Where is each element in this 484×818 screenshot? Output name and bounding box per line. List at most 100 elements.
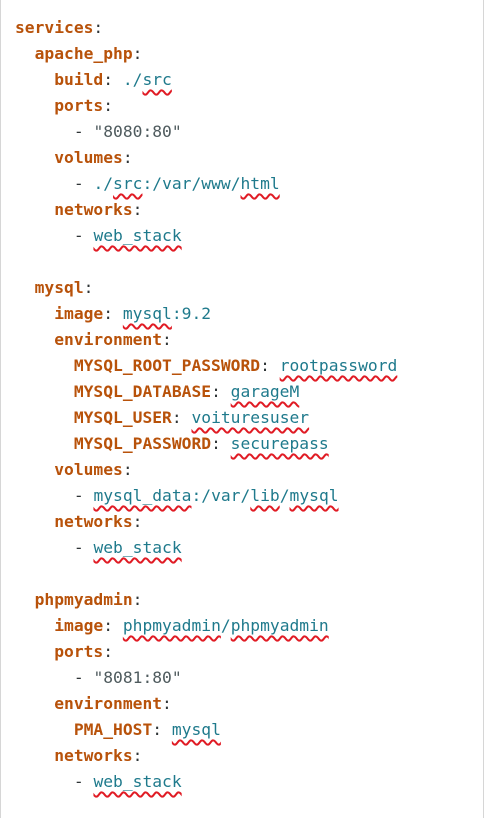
key-separator: : xyxy=(103,304,123,323)
yaml-value: / xyxy=(220,616,231,635)
indent xyxy=(15,512,54,531)
indent xyxy=(15,278,35,297)
blank-line[interactable] xyxy=(15,249,397,275)
code-line[interactable]: mysql: xyxy=(15,275,397,301)
code-line[interactable]: phpmyadmin: xyxy=(15,587,397,613)
yaml-value: ./ xyxy=(93,174,114,193)
indent xyxy=(15,486,74,505)
key-separator: : xyxy=(162,694,172,713)
key-separator: : xyxy=(132,44,143,63)
code-line[interactable]: - web_stack xyxy=(15,223,397,249)
key-separator: : xyxy=(103,642,114,661)
code-line[interactable]: MYSQL_ROOT_PASSWORD: rootpassword xyxy=(15,353,398,379)
misspelled-word: phpmyadmin xyxy=(230,616,329,635)
code-line[interactable]: - mysql_data:/var/lib/mysql xyxy=(15,483,397,509)
key-separator: : xyxy=(132,200,143,219)
indent xyxy=(15,434,74,453)
code-line[interactable]: - ./src:/var/www/html xyxy=(15,171,397,197)
code-line[interactable]: environment: xyxy=(15,691,397,717)
yaml-key: services xyxy=(15,18,94,37)
yaml-key: image xyxy=(54,304,104,323)
misspelled-word: web_stack xyxy=(93,538,182,557)
yaml-value: / xyxy=(279,486,290,505)
code-line[interactable]: MYSQL_PASSWORD: securepass xyxy=(15,431,397,457)
yaml-key: volumes xyxy=(54,148,123,167)
key-separator: : xyxy=(260,356,280,375)
key-separator: : xyxy=(162,330,172,349)
indent xyxy=(15,174,74,193)
code-line[interactable]: networks: xyxy=(15,743,397,769)
misspelled-word: voituresuser xyxy=(191,408,310,427)
code-line[interactable]: ports: xyxy=(15,93,397,119)
key-separator: : xyxy=(103,70,123,89)
key-separator: : xyxy=(132,512,143,531)
list-dash: - xyxy=(73,668,94,687)
yaml-key: apache_php xyxy=(34,44,133,63)
code-line[interactable]: networks: xyxy=(15,197,397,223)
indent xyxy=(15,70,54,89)
yaml-key: phpmyadmin xyxy=(34,590,133,609)
yaml-key: MYSQL_ROOT_PASSWORD xyxy=(73,356,261,375)
code-line[interactable]: apache_php: xyxy=(15,41,397,67)
misspelled-word: html xyxy=(240,174,280,193)
code-line[interactable]: MYSQL_USER: voituresuser xyxy=(15,405,397,431)
code-area[interactable]: services: apache_php: build: ./src ports… xyxy=(15,15,397,795)
misspelled-word: lib xyxy=(250,486,280,505)
misspelled-word: web_stack xyxy=(93,226,182,245)
code-line[interactable]: - web_stack xyxy=(15,535,397,561)
code-line[interactable]: - web_stack xyxy=(15,769,397,795)
indent xyxy=(15,460,54,479)
code-line[interactable]: PMA_HOST: mysql xyxy=(15,717,397,743)
code-line[interactable]: - "8081:80" xyxy=(15,665,397,691)
misspelled-word: garageM xyxy=(230,382,300,401)
indent xyxy=(15,694,54,713)
yaml-key: networks xyxy=(54,746,133,765)
list-dash: - xyxy=(73,122,94,141)
code-line[interactable]: build: ./src xyxy=(15,67,397,93)
indent xyxy=(15,356,74,375)
key-separator: : xyxy=(103,616,123,635)
code-line[interactable]: image: phpmyadmin/phpmyadmin xyxy=(15,613,397,639)
key-separator: : xyxy=(122,460,133,479)
misspelled-word: mysql_data xyxy=(93,486,192,505)
yaml-key: PMA_HOST xyxy=(73,720,153,739)
string-value: "8081:80" xyxy=(93,668,182,687)
key-separator: : xyxy=(103,96,114,115)
yaml-key: image xyxy=(54,616,104,635)
blank-line[interactable] xyxy=(15,561,397,587)
code-line[interactable]: networks: xyxy=(15,509,397,535)
yaml-key: networks xyxy=(54,200,133,219)
list-dash: - xyxy=(73,226,94,245)
yaml-value: :/var/ xyxy=(191,486,251,505)
indent xyxy=(15,96,54,115)
misspelled-word: src xyxy=(113,174,143,193)
key-separator: : xyxy=(132,746,143,765)
code-line[interactable]: environment: xyxy=(15,327,397,353)
misspelled-word: src xyxy=(142,70,172,89)
code-line[interactable]: MYSQL_DATABASE: garageM xyxy=(15,379,397,405)
yaml-key: MYSQL_USER xyxy=(73,408,172,427)
indent xyxy=(15,720,74,739)
misspelled-word: web_stack xyxy=(93,772,182,791)
code-line[interactable]: ports: xyxy=(15,639,397,665)
yaml-key: ports xyxy=(54,642,104,661)
indent xyxy=(15,382,74,401)
key-separator: : xyxy=(122,148,133,167)
list-dash: - xyxy=(73,538,94,557)
yaml-key: networks xyxy=(54,512,133,531)
code-line[interactable]: volumes: xyxy=(15,457,397,483)
list-dash: - xyxy=(73,486,94,505)
key-separator: : xyxy=(171,408,192,427)
key-separator: : xyxy=(211,434,231,453)
indent xyxy=(15,304,54,323)
code-line[interactable]: image: mysql:9.2 xyxy=(15,301,397,327)
code-line[interactable]: volumes: xyxy=(15,145,397,171)
yaml-key: ports xyxy=(54,96,104,115)
yaml-value: ./ xyxy=(122,70,143,89)
indent xyxy=(15,746,54,765)
indent xyxy=(15,772,74,791)
code-line[interactable]: - "8080:80" xyxy=(15,119,397,145)
code-line[interactable]: services: xyxy=(15,15,397,41)
list-dash: - xyxy=(73,174,94,193)
